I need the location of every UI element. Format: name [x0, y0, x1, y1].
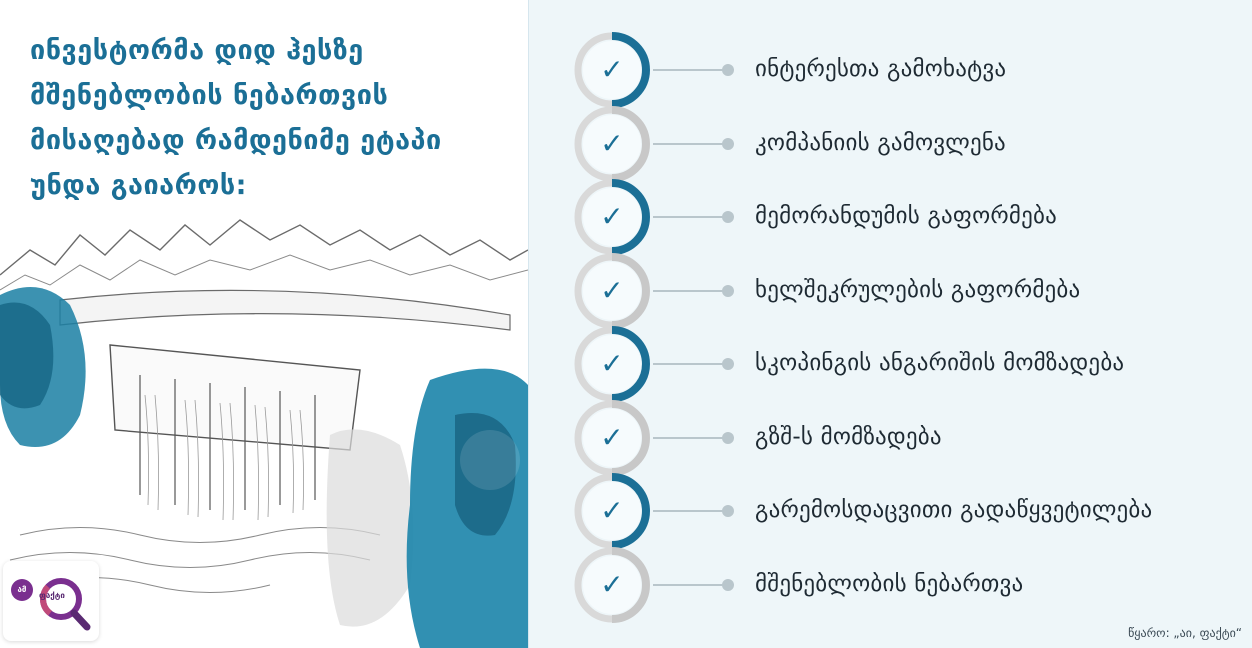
step-connector	[653, 216, 727, 218]
headline-line: მისაღებად რამდენიმე ეტაპი	[30, 125, 442, 156]
check-icon: ✓	[600, 200, 624, 233]
headline-line: უნდა გაიაროს:	[30, 170, 247, 201]
step-item: ✓ სკოპინგის ანგარიშის მომზადება	[529, 324, 1252, 404]
step-label: კომპანიის გამოვლენა	[755, 129, 1006, 156]
check-icon: ✓	[600, 567, 624, 601]
step-connector	[653, 142, 727, 145]
step-connector	[653, 289, 727, 292]
step-item: ✓ გარემოსდაცვითი გადაწყვეტილება	[529, 471, 1252, 551]
headline-line: მშენებლობის ნებართვის	[30, 80, 389, 111]
step-dot	[722, 431, 734, 444]
logo-badge: ამ	[11, 579, 33, 601]
step-dot	[722, 358, 734, 370]
check-icon: ✓	[600, 494, 624, 527]
step-item: ✓ კომპანიის გამოვლენა	[529, 104, 1252, 184]
logo-text: ფაქტი	[39, 591, 65, 600]
step-ring	[574, 252, 650, 329]
step-item: ✓ გზშ-ს მომზადება	[529, 398, 1252, 478]
step-connector	[653, 510, 727, 512]
step-dot	[722, 505, 734, 517]
step-item: ✓ ხელშეკრულების გაფორმება	[529, 251, 1252, 331]
step-ring	[574, 473, 650, 549]
step-label: სკოპინგის ანგარიშის მომზადება	[755, 350, 1125, 376]
step-ring	[574, 399, 650, 476]
check-icon: ✓	[600, 126, 624, 160]
step-label: ინტერესთა გამოხატვა	[755, 56, 1007, 82]
step-ring	[574, 326, 650, 402]
magnifier-icon	[40, 578, 91, 631]
amfakti-logo[interactable]: ამ ფაქტი	[3, 561, 99, 641]
step-dot	[722, 137, 734, 150]
step-label: ხელშეკრულების გაფორმება	[755, 276, 1081, 303]
step-connector	[653, 436, 727, 439]
dam-illustration	[0, 219, 528, 648]
source-note: წყარო: „აი, ფაქტი“	[1128, 626, 1242, 640]
step-connector	[653, 363, 727, 365]
step-connector	[653, 69, 727, 71]
step-label: გარემოსდაცვითი გადაწყვეტილება	[755, 497, 1153, 523]
check-icon: ✓	[600, 347, 624, 380]
step-ring	[574, 179, 650, 255]
step-dot	[722, 284, 734, 297]
step-item: ✓ მშენებლობის ნებართვა	[529, 545, 1252, 625]
headline-line: ინვესტორმა დიდ ჰესზე	[30, 35, 364, 66]
step-connector	[653, 583, 727, 586]
step-ring	[574, 105, 650, 182]
headline: ინვესტორმა დიდ ჰესზე მშენებლობის ნებართვ…	[30, 28, 520, 208]
step-label: მემორანდუმის გაფორმება	[755, 203, 1057, 229]
step-dot	[722, 578, 734, 591]
check-icon: ✓	[600, 53, 624, 86]
step-dot	[722, 64, 734, 76]
step-item: ✓ ინტერესთა გამოხატვა	[529, 30, 1252, 110]
step-label: მშენებლობის ნებართვა	[755, 570, 1024, 597]
step-item: ✓ მემორანდუმის გაფორმება	[529, 177, 1252, 257]
step-label: გზშ-ს მომზადება	[755, 423, 942, 450]
steps-panel: ✓ ინტერესთა გამოხატვა ✓ კომპანიის გამოვლენა…	[528, 0, 1252, 648]
check-icon: ✓	[600, 420, 624, 454]
step-ring	[574, 546, 650, 623]
left-panel: ინვესტორმა დიდ ჰესზე მშენებლობის ნებართვ…	[0, 0, 528, 648]
check-icon: ✓	[600, 273, 624, 307]
step-dot	[722, 211, 734, 223]
step-ring	[574, 32, 650, 108]
